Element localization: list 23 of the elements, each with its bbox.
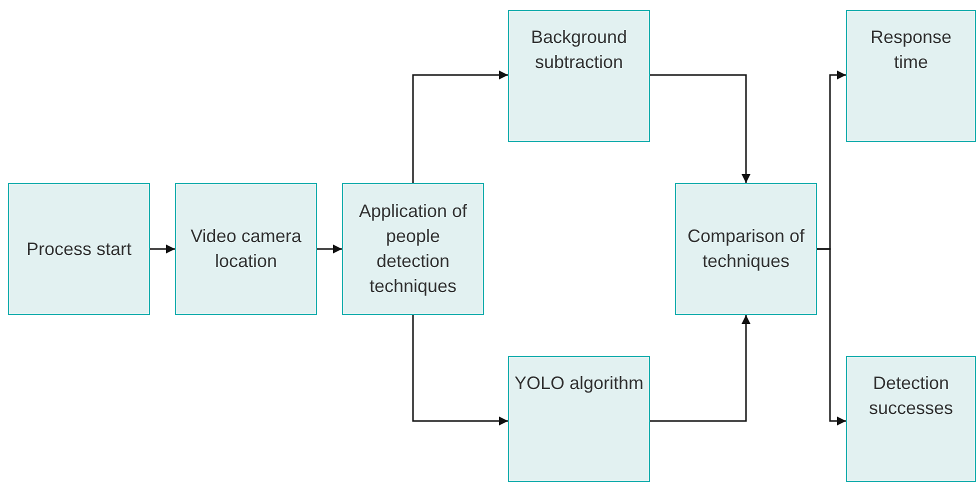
box-label: Detection successes [868,372,954,420]
process-box [846,10,976,142]
process-box [846,356,976,482]
arrow [650,74,750,183]
arrow [817,248,846,426]
arrow [317,244,342,254]
process-box [175,183,317,315]
process-box [675,183,817,315]
arrow [650,315,750,422]
box-label: Application of people detection techniques [358,200,468,298]
box-label: Background subtraction [530,26,628,74]
arrow [412,70,508,183]
process-box [508,356,650,482]
process-box [508,10,650,142]
process-box [8,183,150,315]
arrow [150,244,175,254]
arrow [412,315,508,426]
box-label: YOLO algorithm [514,372,644,395]
box-label: Process start [26,238,132,260]
box-label: Comparison of techniques [686,225,806,273]
box-label: Response time [869,26,953,74]
process-box [342,183,484,315]
box-label: Video camera location [190,225,302,273]
